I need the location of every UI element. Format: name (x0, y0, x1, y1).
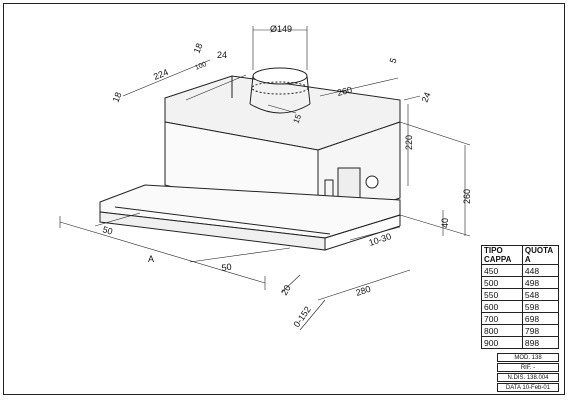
table-cell: 500 (481, 276, 523, 289)
dim-280: 280 (355, 284, 372, 298)
table-cell: 698 (521, 312, 560, 325)
dim-A: A (148, 254, 154, 264)
drawing-frame (3, 3, 565, 395)
dim-260-right: 260 (462, 189, 472, 204)
dim-224: 224 (152, 67, 170, 82)
table-cell: 550 (481, 288, 523, 301)
dim-100: 100 (194, 61, 208, 72)
size-table-header: TIPO CAPPA QUOTA A (481, 245, 560, 265)
title-ndis: N.DIS. 138.004 (497, 373, 559, 382)
table-cell: 900 (481, 336, 523, 349)
table-cell: 598 (521, 300, 560, 313)
dim-0-152: 0-152 (291, 305, 312, 330)
table-cell: 798 (521, 324, 560, 337)
title-rif: RIF. - (497, 363, 559, 372)
dim-260-top: 260 (336, 85, 353, 98)
dim-50-left: 50 (101, 224, 113, 236)
dim-18-left: 18 (111, 91, 124, 104)
dim-18-top: 18 (192, 42, 205, 55)
table-cell: 600 (481, 300, 523, 313)
table-cell: 450 (481, 264, 523, 277)
dim-20: 20 (279, 283, 293, 297)
side-knob (365, 175, 379, 189)
table-cell: 700 (481, 312, 523, 325)
table-cell: 498 (521, 276, 560, 289)
dim-10-30: 10-30 (368, 231, 393, 248)
title-data: DATA 10-Feb-01 (497, 383, 559, 392)
table-cell: 898 (521, 336, 560, 349)
dim-24-top: 24 (217, 50, 227, 60)
dim-50-bottom: 50 (221, 262, 232, 273)
header-quota-a: QUOTA A (521, 245, 560, 265)
title-mod: MOD. 138 (497, 353, 559, 362)
dim-24-right: 24 (420, 91, 433, 104)
dim-40: 40 (440, 218, 450, 228)
dim-5: 5 (388, 56, 399, 64)
table-cell: 448 (521, 264, 560, 277)
dim-diameter: Ø149 (270, 24, 292, 34)
table-cell: 548 (521, 288, 560, 301)
header-tipo-cappa: TIPO CAPPA (481, 245, 523, 265)
table-cell: 800 (481, 324, 523, 337)
dim-220: 220 (404, 135, 414, 150)
dim-15: 15 (292, 113, 304, 125)
